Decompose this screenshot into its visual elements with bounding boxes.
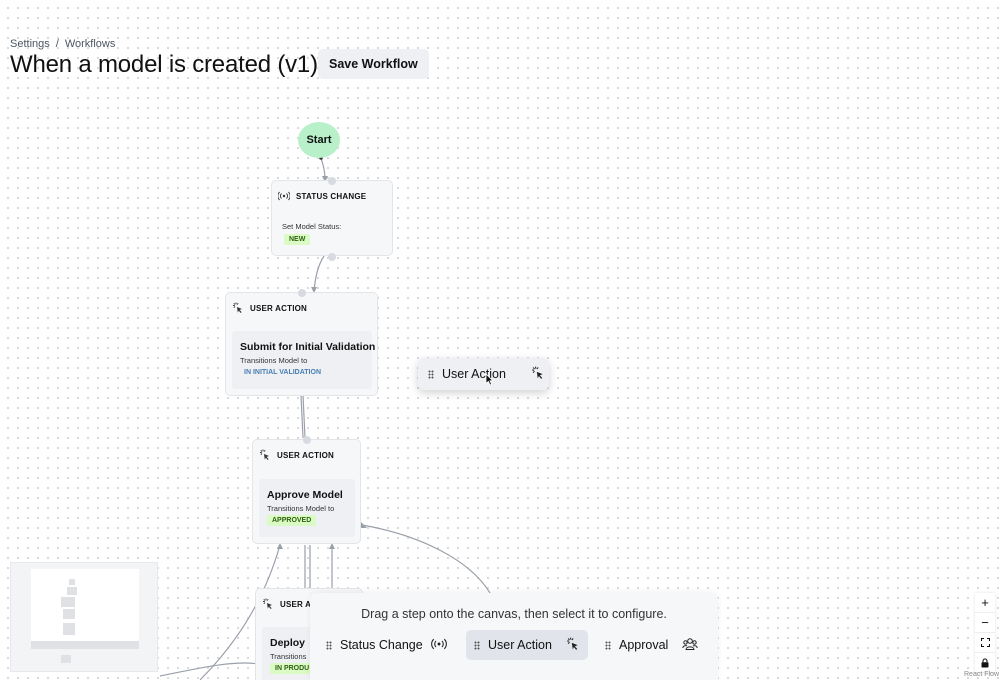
minimap-node: [67, 587, 77, 595]
flow-controls: + −: [975, 593, 995, 673]
minimap-viewport: [31, 569, 139, 641]
zoom-out-button[interactable]: −: [975, 613, 995, 633]
approve-model-node[interactable]: USER ACTION Approve Model Transitions Mo…: [252, 436, 361, 544]
pointer-click-icon: [259, 449, 271, 461]
minimap-node: [61, 597, 75, 607]
node-header: USER ACTION: [259, 449, 334, 461]
node-body: Approve Model Transitions Model to APPRO…: [259, 479, 355, 537]
step-label: User Action: [488, 638, 552, 652]
start-node[interactable]: Start: [298, 122, 340, 158]
broadcast-icon: [430, 638, 447, 653]
action-title: Deploy: [270, 637, 306, 649]
broadcast-icon: [278, 190, 290, 202]
mouse-cursor-icon: [485, 373, 494, 386]
edge-submit-approve-a: [300, 394, 304, 439]
save-workflow-button[interactable]: Save Workflow: [318, 49, 429, 79]
edge-submit-approve-b: [302, 394, 306, 439]
lock-button[interactable]: [975, 653, 995, 673]
drag-handle-icon: [428, 369, 434, 379]
breadcrumb: Settings / Workflows: [10, 38, 115, 50]
drag-handle-icon: [326, 640, 332, 650]
step-palette: Drag a step onto the canvas, then select…: [310, 593, 718, 680]
breadcrumb-settings-link[interactable]: Settings: [10, 38, 50, 50]
minimap-node: [63, 609, 75, 619]
dragged-user-action-step[interactable]: User Action: [418, 358, 549, 390]
fit-view-button[interactable]: [975, 633, 995, 653]
palette-hint: Drag a step onto the canvas, then select…: [361, 607, 667, 621]
set-status-label: Set Model Status:: [282, 222, 342, 231]
step-label: Approval: [619, 638, 669, 652]
user-action-step[interactable]: User Action: [466, 630, 588, 660]
zoom-in-button[interactable]: +: [975, 593, 995, 613]
arrowhead: [360, 522, 367, 528]
pointer-click-icon: [566, 637, 580, 654]
status-change-node[interactable]: STATUS CHANGE Set Model Status: NEW: [271, 177, 393, 261]
status-badge: IN PRODU: [270, 663, 315, 674]
node-type-label: STATUS CHANGE: [296, 191, 367, 201]
status-change-step[interactable]: Status Change: [318, 630, 455, 660]
pointer-click-icon: [531, 366, 549, 383]
node-type-label: USER ACTION: [250, 303, 308, 313]
node-type-label: USER A: [280, 599, 312, 609]
target-handle[interactable]: [328, 253, 336, 261]
status-badge: NEW: [284, 234, 311, 245]
minimap-node: [69, 579, 75, 585]
node-header: USER A: [262, 598, 311, 610]
status-badge: IN INITIAL VALIDATION: [244, 369, 321, 376]
edge-loop-back: [361, 524, 491, 594]
lock-icon: [981, 657, 989, 667]
pointer-click-icon: [232, 302, 244, 314]
users-icon: [682, 637, 699, 654]
node-body: Submit for Initial Validation Transition…: [232, 331, 376, 389]
step-label: Status Change: [340, 638, 423, 652]
status-badge: APPROVED: [267, 515, 317, 526]
breadcrumb-workflows-link[interactable]: Workflows: [64, 38, 116, 50]
node-type-label: USER ACTION: [277, 450, 335, 460]
edge-bottom-left: [159, 662, 259, 677]
node-header: STATUS CHANGE: [278, 190, 366, 202]
target-handle[interactable]: [303, 436, 311, 444]
action-subtitle: Transitions: [270, 652, 307, 661]
edge-status-submit: [313, 255, 325, 293]
minimap-node: [31, 641, 139, 649]
action-subtitle: Transitions Model to: [240, 356, 308, 365]
pointer-click-icon: [262, 598, 274, 610]
drag-handle-icon: [605, 640, 611, 650]
minimap-node: [61, 655, 71, 663]
edge-start-status: [320, 157, 326, 181]
submit-validation-node[interactable]: USER ACTION Submit for Initial Validatio…: [225, 289, 378, 396]
minimap[interactable]: [10, 562, 158, 672]
breadcrumb-separator: /: [55, 38, 59, 50]
target-handle[interactable]: [328, 177, 336, 185]
node-header: USER ACTION: [232, 302, 307, 314]
action-subtitle: Transitions Model to: [267, 504, 335, 513]
page-title: When a model is created (v1): [10, 51, 318, 78]
target-handle[interactable]: [298, 289, 306, 297]
minimap-node: [63, 623, 75, 635]
fit-view-icon: [980, 638, 990, 647]
action-title: Approve Model: [267, 489, 343, 501]
react-flow-attribution[interactable]: React Flow: [964, 671, 1000, 678]
action-title: Submit for Initial Validation: [240, 341, 376, 353]
drag-handle-icon: [474, 640, 480, 650]
approval-step[interactable]: Approval: [597, 630, 706, 660]
drag-preview-label: User Action: [442, 367, 506, 381]
